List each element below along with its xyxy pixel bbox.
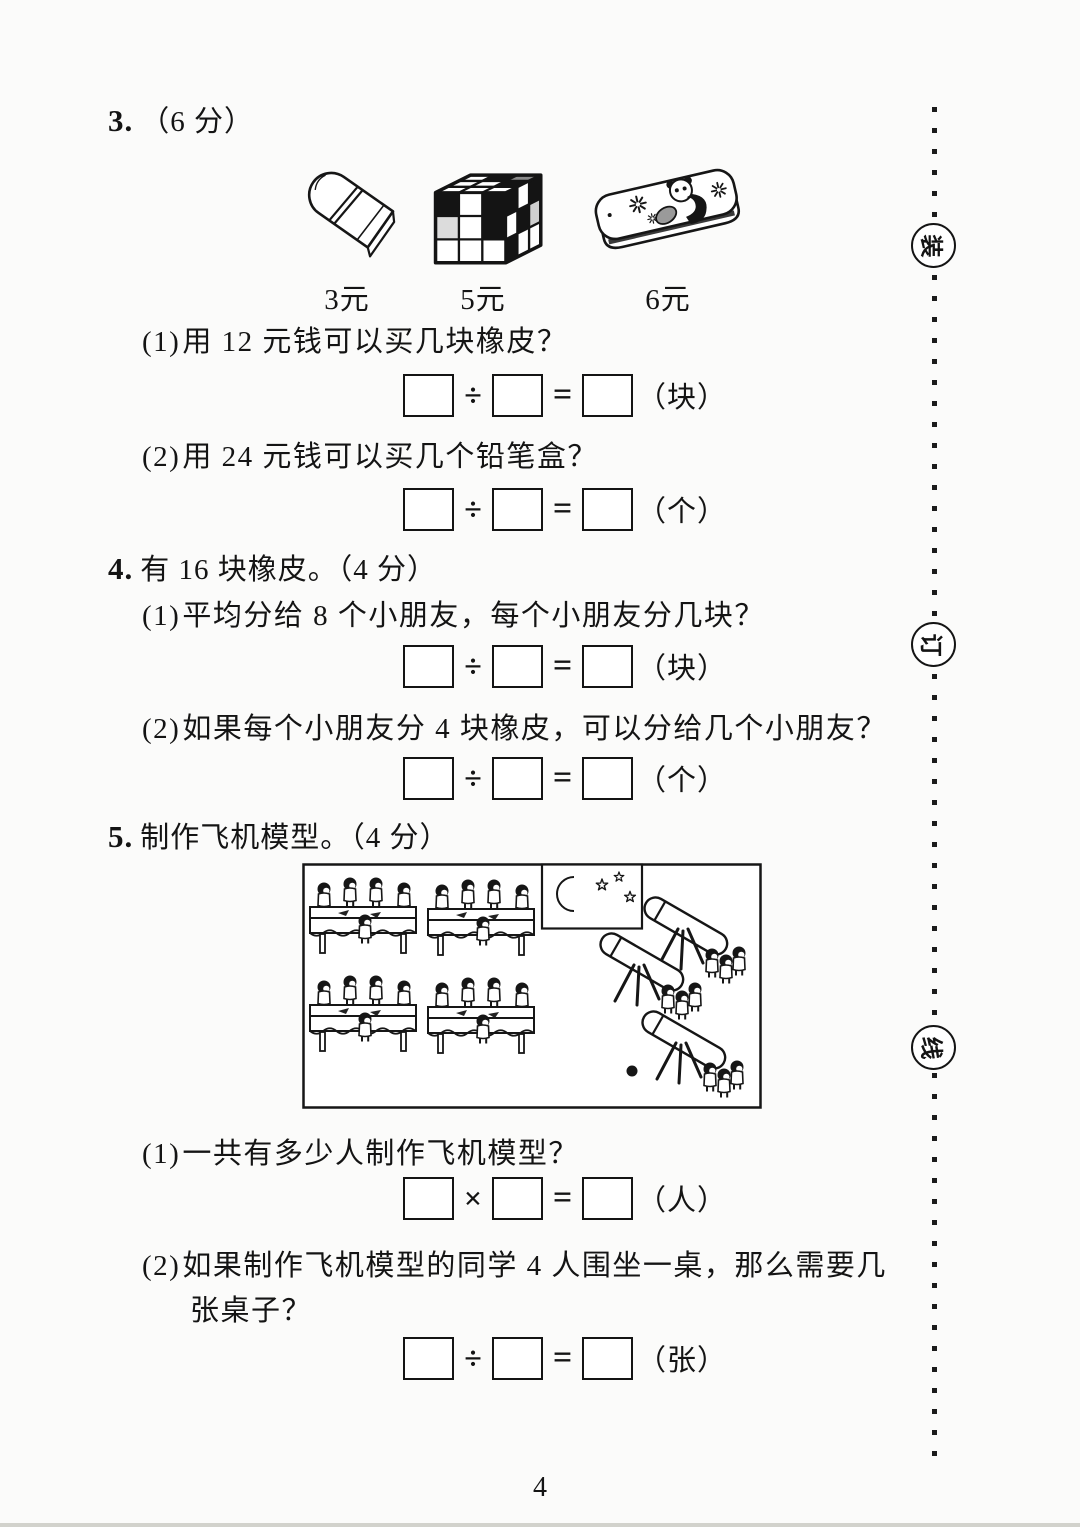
sub-text: 一共有多少人制作飞机模型？ xyxy=(182,1138,579,1170)
answer-box[interactable] xyxy=(403,1176,454,1220)
answer-box[interactable] xyxy=(582,1336,633,1380)
question-number: 5. xyxy=(108,819,134,854)
answer-box[interactable] xyxy=(582,644,633,688)
price-label: 6元 xyxy=(645,284,691,316)
equals-sign: = xyxy=(552,490,573,527)
sub-text: 用 12 元钱可以买几块橡皮？ xyxy=(182,326,568,358)
answer-box[interactable] xyxy=(492,756,543,800)
question-4-sub-2: (2)如果每个小朋友分 4 块橡皮，可以分给几个小朋友？ xyxy=(142,705,887,747)
question-3-sub-2: (2)用 24 元钱可以买几个铅笔盒？ xyxy=(142,433,598,475)
answer-box[interactable] xyxy=(492,1176,543,1220)
sub-label: (1) xyxy=(142,600,181,632)
equals-sign: = xyxy=(552,647,573,684)
question-number: 3. xyxy=(108,103,134,138)
answer-box[interactable] xyxy=(403,644,454,688)
divide-sign: ÷ xyxy=(464,760,482,796)
sub-label: (2) xyxy=(142,1250,181,1282)
sub-label: (1) xyxy=(142,326,181,358)
answer-box[interactable] xyxy=(582,1176,633,1220)
question-title: 制作飞机模型。（4 分） xyxy=(140,822,450,854)
binding-seal-xian: 线 xyxy=(911,1025,956,1070)
night-sky-inset xyxy=(540,863,644,930)
answer-box[interactable] xyxy=(403,756,454,800)
sub-text: 如果制作飞机模型的同学 4 人围坐一桌，那么需要几 xyxy=(182,1250,887,1282)
question-4-heading: 4.有 16 块橡皮。（4 分） xyxy=(108,546,437,588)
equals-sign: = xyxy=(552,759,573,796)
answer-box[interactable] xyxy=(403,373,454,417)
divide-sign: ÷ xyxy=(464,1340,482,1376)
sub-label: (2) xyxy=(142,441,181,473)
binding-seal-label: 装 xyxy=(918,234,944,257)
question-5-sub-2-line-2: 张桌子？ xyxy=(190,1287,312,1329)
answer-box[interactable] xyxy=(492,373,543,417)
equals-sign: = xyxy=(552,1179,573,1216)
question-4-sub-1: (1)平均分给 8 个小朋友，每个小朋友分几块？ xyxy=(142,592,765,634)
equation-q3-2: ÷ = （个） xyxy=(403,486,727,532)
divide-sign: ÷ xyxy=(464,648,482,684)
binding-dotted-line xyxy=(932,107,937,1468)
equation-q3-1: ÷ = （块） xyxy=(403,372,727,418)
binding-seal-zhuang: 装 xyxy=(911,223,956,268)
unit-label: （人） xyxy=(637,1185,728,1217)
unit-label: （张） xyxy=(637,1345,728,1377)
question-5-heading: 5.制作飞机模型。（4 分） xyxy=(108,814,450,856)
sub-label: (2) xyxy=(142,713,181,745)
price-label: 3元 xyxy=(324,284,370,316)
sub-label: (1) xyxy=(142,1138,181,1170)
activity-illustration xyxy=(302,863,762,1109)
equals-sign: = xyxy=(552,1339,573,1376)
unit-label: （块） xyxy=(637,653,728,685)
divide-sign: ÷ xyxy=(464,491,482,527)
price-label: 5元 xyxy=(460,284,506,316)
equation-q4-1: ÷ = （块） xyxy=(403,643,727,689)
sub-text: 用 24 元钱可以买几个铅笔盒？ xyxy=(182,441,598,473)
binding-seal-label: 线 xyxy=(918,1036,944,1059)
answer-box[interactable] xyxy=(403,487,454,531)
answer-box[interactable] xyxy=(492,644,543,688)
page-number: 4 xyxy=(533,1472,547,1503)
sub-text: 如果每个小朋友分 4 块橡皮，可以分给几个小朋友？ xyxy=(182,713,887,745)
answer-box[interactable] xyxy=(492,1336,543,1380)
question-3-heading: 3.（6 分） xyxy=(108,98,254,140)
sub-text: 平均分给 8 个小朋友，每个小朋友分几块？ xyxy=(182,600,765,632)
page-bottom-edge xyxy=(0,1523,1080,1527)
equation-q4-2: ÷ = （个） xyxy=(403,755,727,801)
rubiks-cube-image xyxy=(433,173,543,265)
telescope-groups xyxy=(597,893,746,1097)
answer-box[interactable] xyxy=(582,756,633,800)
divide-sign: ÷ xyxy=(464,377,482,413)
answer-box[interactable] xyxy=(582,487,633,531)
binding-seal-label: 订 xyxy=(918,633,944,656)
answer-box[interactable] xyxy=(492,487,543,531)
question-5-sub-2: (2)如果制作飞机模型的同学 4 人围坐一桌，那么需要几 xyxy=(142,1242,887,1284)
question-number: 4. xyxy=(108,551,134,586)
question-points: （6 分） xyxy=(140,106,255,138)
question-title: 有 16 块橡皮。（4 分） xyxy=(140,554,438,586)
answer-box[interactable] xyxy=(582,373,633,417)
unit-label: （个） xyxy=(637,765,728,797)
question-5-sub-1: (1)一共有多少人制作飞机模型？ xyxy=(142,1130,579,1172)
question-3-sub-1: (1)用 12 元钱可以买几块橡皮？ xyxy=(142,318,567,360)
equals-sign: = xyxy=(552,376,573,413)
eraser-image xyxy=(307,171,396,258)
multiply-sign: × xyxy=(463,1180,483,1216)
unit-label: （个） xyxy=(637,496,728,528)
unit-label: （块） xyxy=(637,382,728,414)
sub-text: 张桌子？ xyxy=(190,1295,313,1327)
binding-seal-ding: 订 xyxy=(911,622,956,667)
equation-q5-1: × = （人） xyxy=(403,1175,727,1221)
equation-q5-2: ÷ = （张） xyxy=(403,1335,727,1381)
pencil-case-image xyxy=(594,168,741,250)
answer-box[interactable] xyxy=(403,1336,454,1380)
